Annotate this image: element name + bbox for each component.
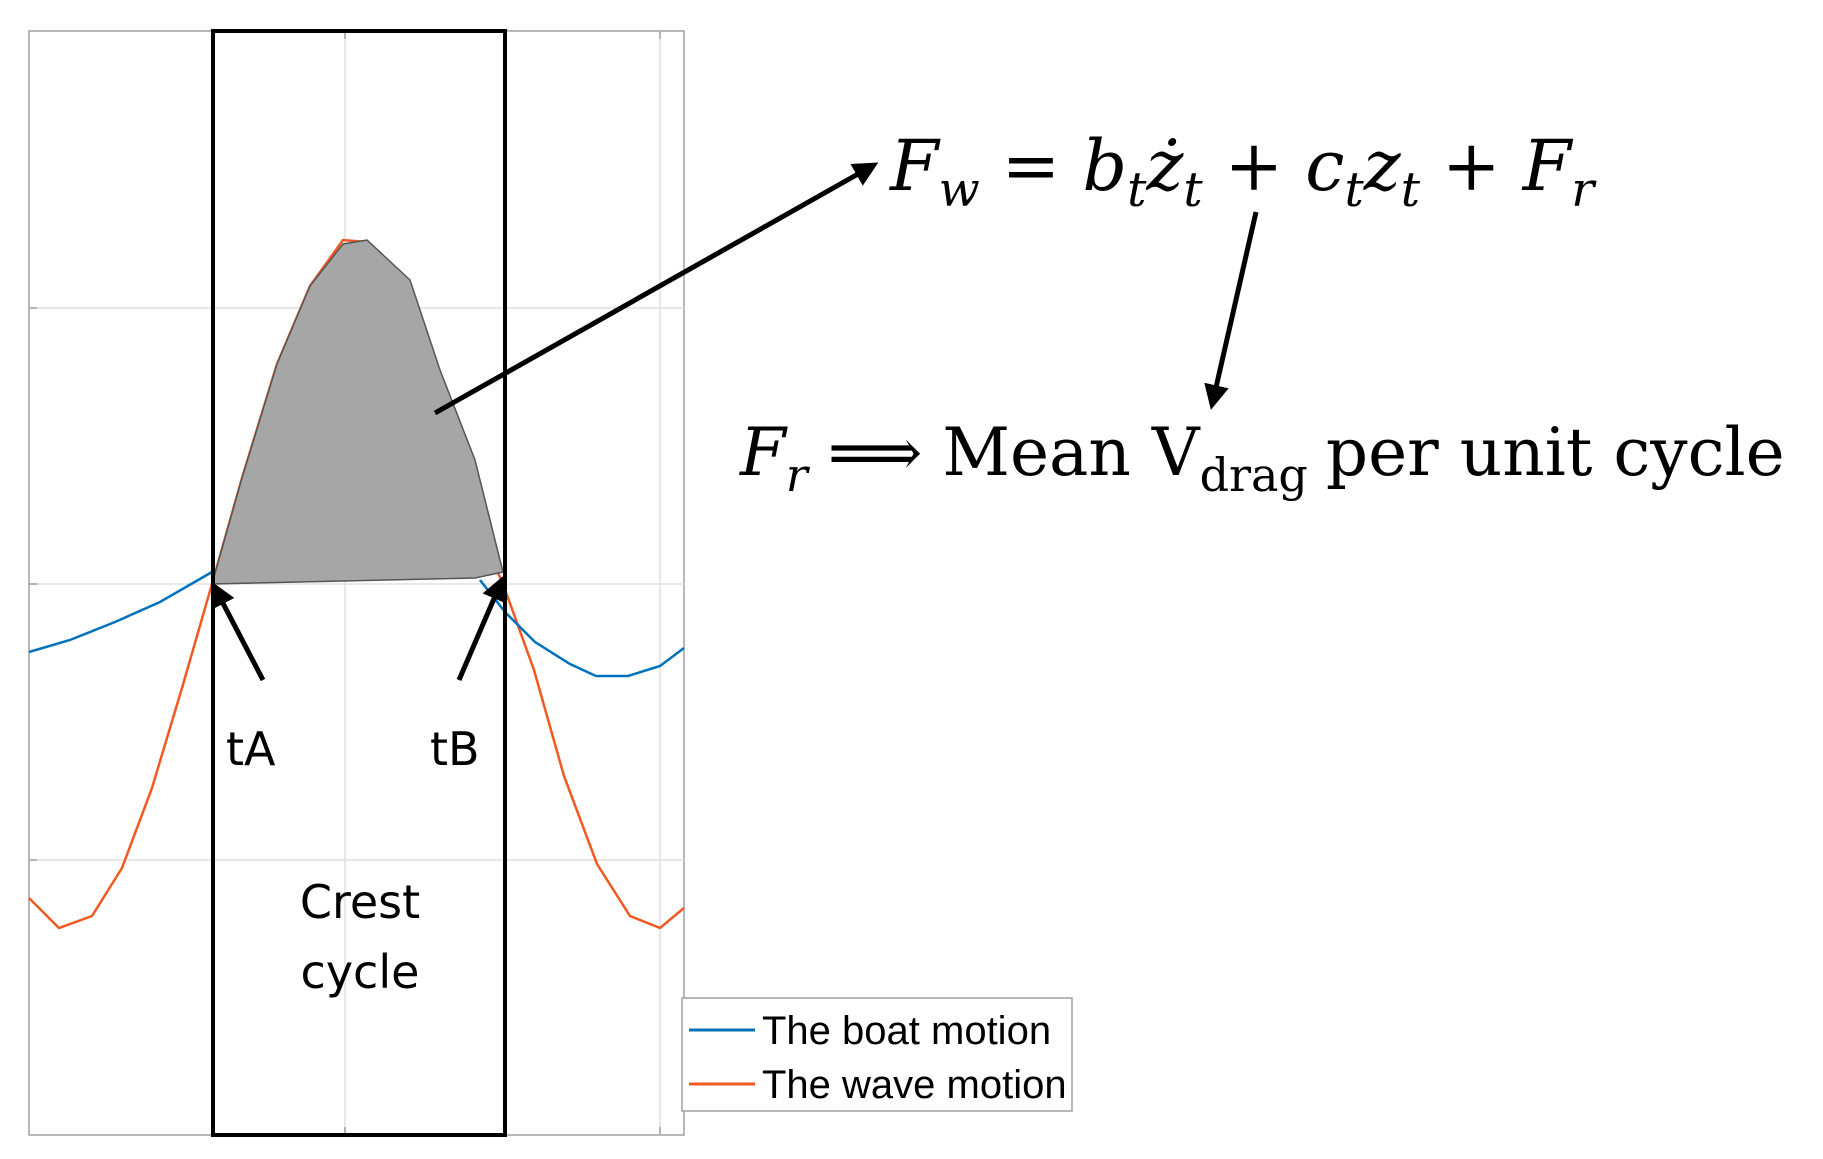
grid — [29, 31, 684, 1135]
equation: Fw=btżt+ctzt+Fr — [888, 125, 1597, 218]
crest-shaded-area — [211, 239, 504, 585]
tb-label: tB — [430, 722, 480, 776]
tb-arrow — [456, 575, 506, 681]
area-to-equation-arrow — [433, 162, 879, 416]
legend: The boat motion The wave motion — [681, 997, 1073, 1112]
boat-motion-line — [28, 570, 685, 678]
crest-label-line1: Crest — [300, 875, 420, 929]
tick-marks — [29, 31, 661, 1135]
ta-label: tA — [226, 722, 276, 776]
legend-box — [681, 997, 1073, 1112]
crest-label-line2: cycle — [301, 945, 420, 999]
legend-label-wave: The wave motion — [762, 1063, 1067, 1107]
fr-down-arrow — [1204, 211, 1259, 410]
plot-area — [28, 30, 685, 1136]
legend-label-boat: The boat motion — [762, 1009, 1051, 1053]
ta-arrow — [211, 581, 266, 682]
